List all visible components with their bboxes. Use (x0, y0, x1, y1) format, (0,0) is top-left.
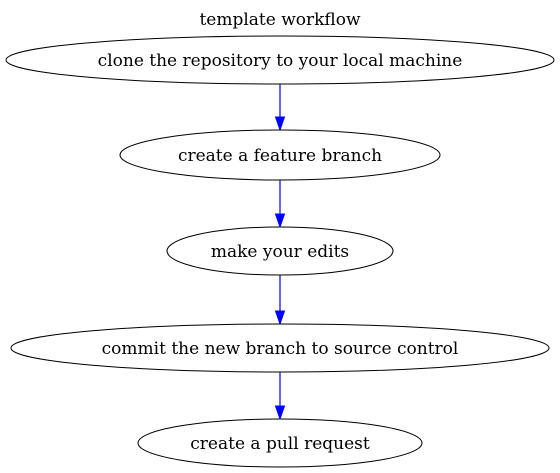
node-edits: make your edits (166, 226, 394, 276)
node-pr-label: create a pull request (190, 434, 370, 454)
edge-commit-to-pr (274, 372, 286, 421)
node-clone: clone the repository to your local machi… (5, 35, 555, 85)
node-branch-label: create a feature branch (178, 146, 382, 166)
edge-clone-to-branch (274, 84, 286, 132)
node-pr: create a pull request (137, 418, 423, 468)
edge-edits-to-commit (274, 275, 286, 326)
node-clone-label: clone the repository to your local machi… (98, 51, 463, 71)
edge-branch-to-edits (274, 180, 286, 229)
diagram-title: template workflow (199, 10, 361, 30)
node-edits-label: make your edits (211, 242, 349, 262)
node-branch: create a feature branch (119, 129, 441, 181)
node-commit-label: commit the new branch to source control (102, 339, 459, 359)
node-commit: commit the new branch to source control (10, 323, 550, 373)
